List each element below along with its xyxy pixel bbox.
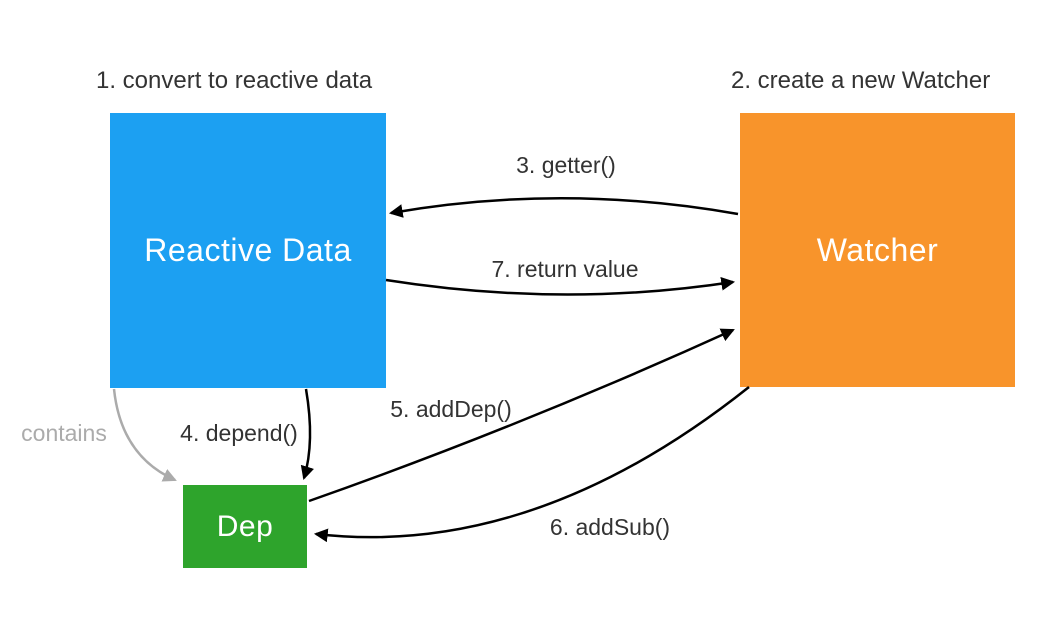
- edge-add-sub-arrow: [313, 386, 750, 543]
- node-watcher-label: Watcher: [816, 231, 939, 268]
- edge-getter-arrow: [388, 197, 739, 218]
- node-reactive-data: Reactive Data: [110, 113, 386, 388]
- node-reactive-data-label: Reactive Data: [144, 232, 352, 268]
- edge-return-value-label: 7. return value: [491, 256, 639, 282]
- edge-depend-arrow: [300, 388, 314, 480]
- edge-depend-label: 4. depend(): [180, 420, 298, 446]
- node-dep: Dep: [183, 485, 307, 568]
- edge-add-sub-label: 6. addSub(): [549, 514, 671, 540]
- edge-getter-label: 3. getter(): [516, 152, 616, 178]
- annotation-convert-to-reactive-data: 1. convert to reactive data: [96, 67, 373, 94]
- edge-add-dep-label: 5. addDep(): [390, 396, 512, 422]
- node-watcher: Watcher: [740, 113, 1015, 387]
- node-dep-label: Dep: [216, 509, 274, 543]
- edge-contains-arrow: [112, 388, 177, 482]
- annotation-create-new-watcher: 2. create a new Watcher: [731, 67, 991, 94]
- edge-contains-label: contains: [21, 420, 107, 446]
